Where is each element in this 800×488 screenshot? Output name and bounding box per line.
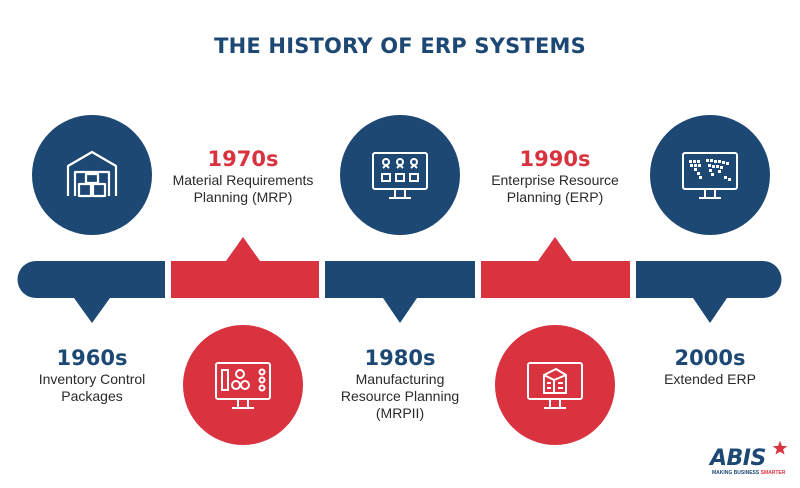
era-description-line: Planning (ERP)	[506, 189, 604, 205]
abis-logo: ABIS MAKING BUSINESS SMARTER	[710, 438, 790, 476]
timeline-segment-2000s	[636, 261, 782, 298]
pointer-1990s	[538, 237, 572, 261]
pointer-1980s	[383, 298, 417, 323]
era-1990s: 1990s Enterprise Resource Planning (ERP)	[465, 146, 645, 206]
era-description-line: Planning (MRP)	[193, 189, 293, 205]
logo-wordmark: ABIS	[710, 446, 766, 471]
era-year: 2000s	[674, 346, 746, 370]
timeline-segment-1980s	[325, 261, 475, 298]
era-year: 1970s	[207, 147, 279, 171]
era-2000s: 2000s Extended ERP	[620, 345, 800, 388]
warehouse-boxes-icon	[32, 115, 152, 235]
monitor-world-map-icon	[650, 115, 770, 235]
logo-tagline: MAKING BUSINESS SMARTER	[712, 470, 785, 476]
logo-tagline-accent: SMARTER	[760, 470, 786, 476]
pointer-1970s	[226, 237, 260, 261]
era-description-line: (MRPII)	[375, 405, 425, 421]
era-description-line: Manufacturing	[355, 371, 445, 387]
era-1960s: 1960s Inventory Control Packages	[2, 345, 182, 405]
era-year: 1980s	[364, 346, 436, 370]
timeline-segment-1970s	[171, 261, 319, 298]
timeline-segment-1990s	[481, 261, 630, 298]
era-description-line: Packages	[61, 388, 123, 404]
pointer-1960s	[74, 298, 110, 323]
era-year: 1990s	[519, 147, 591, 171]
monitor-stacked-boxes-icon	[183, 325, 303, 445]
monitor-building-icon	[495, 325, 615, 445]
era-year: 1960s	[56, 346, 128, 370]
era-1970s: 1970s Material Requirements Planning (MR…	[153, 146, 333, 206]
logo-tagline-part: MAKING BUSINESS	[712, 470, 761, 476]
era-description-line: Inventory Control	[38, 371, 146, 387]
pointer-2000s	[693, 298, 727, 323]
monitor-hierarchy-icon	[340, 115, 460, 235]
star-icon	[770, 438, 790, 458]
page-title: THE HISTORY OF ERP SYSTEMS	[214, 34, 586, 58]
era-description-line: Extended ERP	[664, 371, 756, 387]
timeline-segment-1960s	[17, 261, 165, 298]
era-description-line: Resource Planning	[340, 388, 460, 404]
era-description-line: Material Requirements	[172, 172, 314, 188]
era-1980s: 1980s Manufacturing Resource Planning (M…	[310, 345, 490, 422]
era-description-line: Enterprise Resource	[491, 172, 619, 188]
